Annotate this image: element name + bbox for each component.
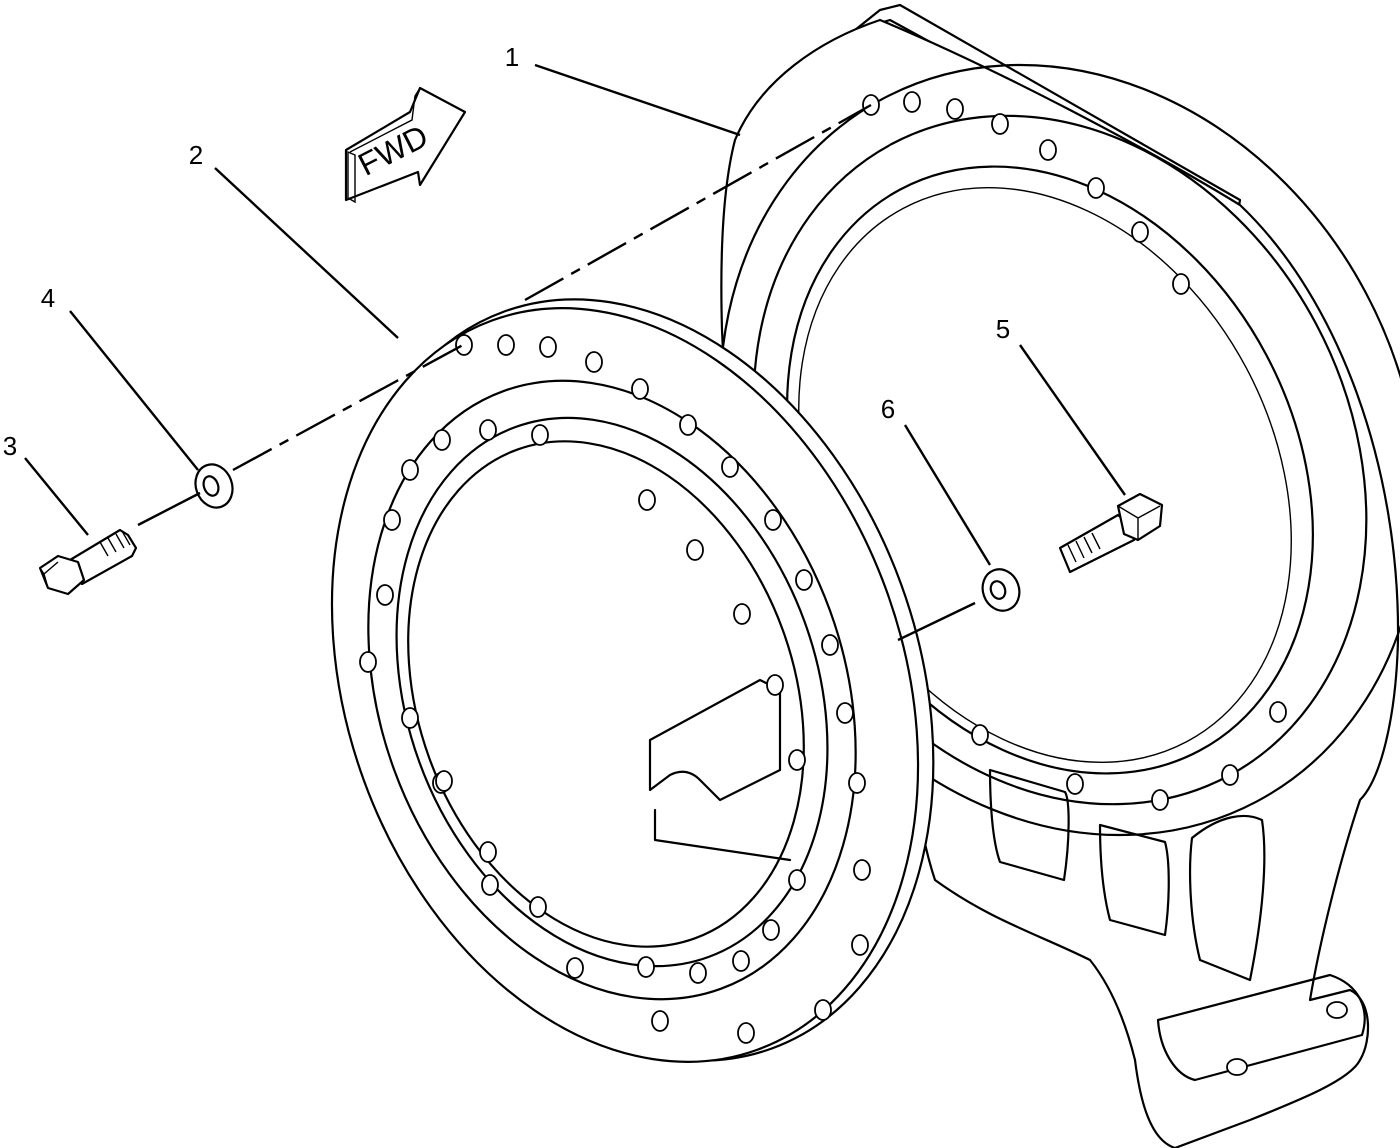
forward-label: FWD [352,118,433,183]
adapter-ring-inner-step [285,312,939,1068]
bolt-item-5 [1060,494,1162,572]
adapter-ring-outer-holes [384,335,870,1043]
leader-4 [70,311,198,470]
callout-1: 1 [505,42,519,72]
housing-lower-window-3 [1190,816,1264,980]
bolt-item-3 [40,530,136,594]
housing-lower-window-1 [990,770,1069,880]
callout-6: 6 [881,394,895,424]
callout-2: 2 [189,140,203,170]
callout-leaders [25,65,1125,565]
housing-inner-lug [650,680,790,860]
adapter-ring [231,216,1035,1145]
leader-6 [905,425,990,565]
housing-lower-window-2 [1100,825,1169,935]
leader-5 [1020,345,1125,495]
callout-labels: 1 2 3 4 5 6 [3,42,1010,461]
leader-2 [215,168,398,338]
leader-1 [535,65,740,135]
washer-item-4 [190,459,239,513]
assembly-centerlines [138,105,975,640]
callout-4: 4 [41,283,55,313]
adapter-ring-bore [340,385,871,1002]
callout-3: 3 [3,431,17,461]
washer-item-6 [977,564,1025,616]
housing-foot [1158,975,1365,1080]
housing-bracket [587,0,1400,1148]
housing-foot-hole-1 [1327,1002,1347,1018]
leader-3 [25,458,88,535]
callout-5: 5 [996,314,1010,344]
adapter-ring-inner-holes [360,420,805,983]
housing-foot-hole-2 [1227,1059,1247,1075]
forward-direction-arrow: FWD [346,88,465,202]
